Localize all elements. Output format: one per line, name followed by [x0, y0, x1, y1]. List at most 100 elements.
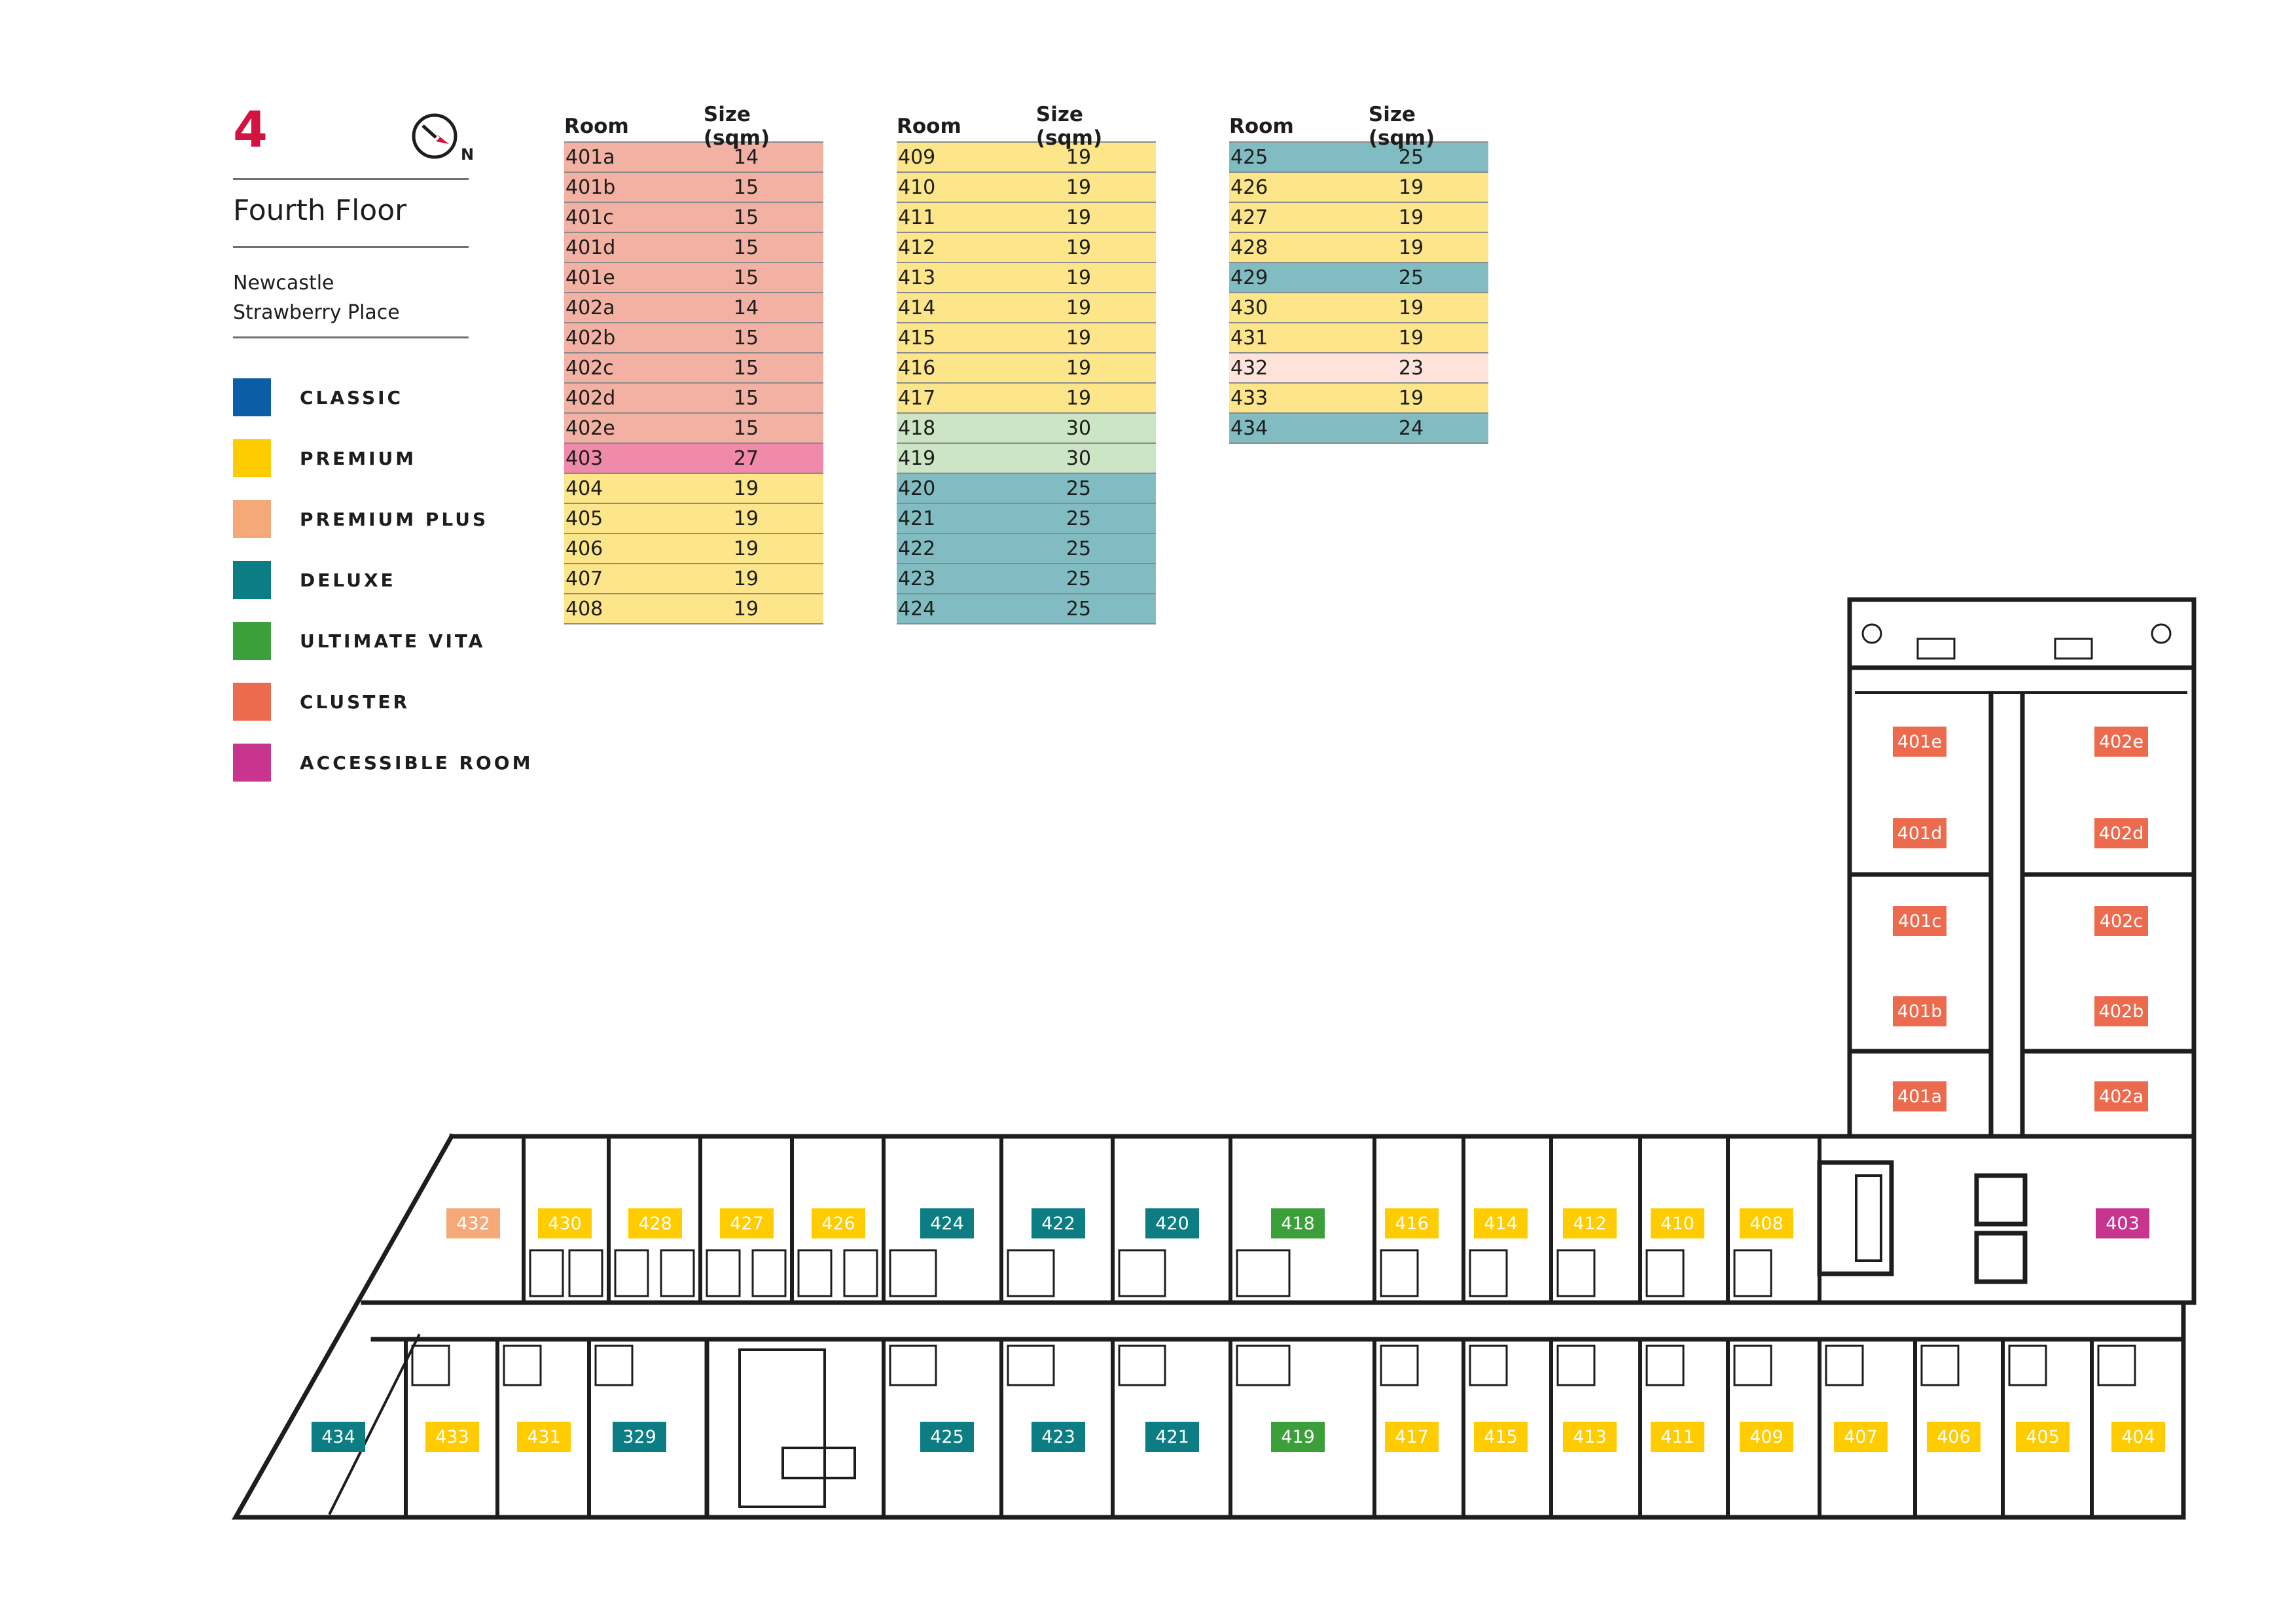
room-number-cell: 401b: [565, 175, 616, 199]
floor-number: 4: [233, 100, 268, 158]
room-badge-402c: 402c: [2094, 906, 2148, 936]
room-badge-413: 413: [1563, 1422, 1617, 1452]
room-size-cell: 30: [1066, 446, 1092, 470]
room-number-cell: 401a: [565, 145, 615, 169]
room-size-cell: 19: [1398, 386, 1424, 410]
room-number-cell: 432: [1230, 356, 1268, 380]
room-badge-408: 408: [1740, 1208, 1793, 1238]
address-line-1: Newcastle: [233, 272, 334, 295]
column-header-size: Size (sqm): [703, 103, 770, 150]
room-badge-409: 409: [1740, 1422, 1793, 1452]
room-badge-411: 411: [1651, 1422, 1704, 1452]
room-size-cell: 19: [1398, 236, 1424, 259]
legend-swatch: [233, 683, 271, 721]
room-badge-419: 419: [1271, 1422, 1325, 1452]
room-number-cell: 418: [898, 416, 936, 440]
room-badge-420: 420: [1145, 1208, 1199, 1238]
room-badge-401d: 401d: [1893, 818, 1946, 848]
room-size-cell: 15: [733, 416, 759, 440]
table-row: 421 25: [897, 503, 1156, 533]
room-number-cell: 421: [898, 507, 936, 530]
room-number-cell: 410: [898, 175, 936, 199]
room-size-cell: 25: [1066, 597, 1092, 621]
room-size-cell: 19: [733, 597, 759, 621]
room-size-cell: 19: [1066, 296, 1092, 319]
room-badge-407: 407: [1834, 1422, 1888, 1452]
room-badge-434: 434: [312, 1422, 365, 1452]
room-size-cell: 19: [1398, 296, 1424, 319]
legend-label: CLUSTER: [300, 691, 410, 713]
room-badge-421: 421: [1145, 1422, 1199, 1452]
room-badge-410: 410: [1651, 1208, 1704, 1238]
floor-name: Fourth Floor: [233, 194, 407, 227]
room-size-cell: 30: [1066, 416, 1092, 440]
room-badge-432: 432: [446, 1208, 500, 1238]
room-number-cell: 433: [1230, 386, 1268, 410]
room-size-cell: 27: [733, 446, 759, 470]
room-number-cell: 413: [898, 266, 936, 289]
room-badge-431: 431: [517, 1422, 571, 1452]
room-size-cell: 15: [733, 175, 759, 199]
room-size-cell: 25: [1398, 266, 1424, 289]
room-number-cell: 409: [898, 145, 936, 169]
room-size-cell: 19: [1398, 206, 1424, 229]
room-number-cell: 425: [1230, 145, 1268, 169]
column-header-size: Size (sqm): [1035, 103, 1103, 150]
room-size-cell: 19: [733, 537, 759, 560]
room-size-cell: 14: [733, 296, 759, 319]
room-size-cell: 19: [1066, 326, 1092, 350]
legend-label: PREMIUM PLUS: [300, 508, 489, 530]
legend-item: PREMIUM PLUS: [233, 500, 533, 538]
room-badge-428: 428: [628, 1208, 682, 1238]
room-size-cell: 25: [1066, 537, 1092, 560]
room-number-cell: 427: [1230, 206, 1268, 229]
room-number-cell: 434: [1230, 416, 1268, 440]
column-header-room: Room: [897, 115, 961, 138]
room-size-cell: 19: [1398, 175, 1424, 199]
room-size-cell: 25: [1066, 507, 1092, 530]
legend-swatch: [233, 744, 271, 782]
room-size-cell: 15: [733, 356, 759, 380]
room-number-cell: 417: [898, 386, 936, 410]
room-badge-405: 405: [2016, 1422, 2070, 1452]
room-size-cell: 15: [733, 386, 759, 410]
room-badge-401a: 401a: [1893, 1081, 1946, 1111]
table-row: 427 19: [1229, 202, 1488, 232]
room-badge-415: 415: [1474, 1422, 1528, 1452]
legend-label: ULTIMATE VITA: [300, 630, 486, 652]
room-size-cell: 25: [1066, 477, 1092, 500]
room-badge-427: 427: [720, 1208, 774, 1238]
room-badge-401b: 401b: [1893, 996, 1946, 1026]
room-number-cell: 402b: [565, 326, 616, 350]
name-divider: [233, 246, 469, 248]
room-size-cell: 23: [1398, 356, 1424, 380]
room-badge-402b: 402b: [2094, 996, 2148, 1026]
room-number-cell: 416: [898, 356, 936, 380]
room-badge-430: 430: [538, 1208, 592, 1238]
room-size-cell: 15: [733, 266, 759, 289]
room-number-cell: 402c: [565, 356, 614, 380]
address-divider: [233, 336, 469, 338]
room-number-cell: 405: [565, 507, 603, 530]
room-size-cell: 15: [733, 236, 759, 259]
